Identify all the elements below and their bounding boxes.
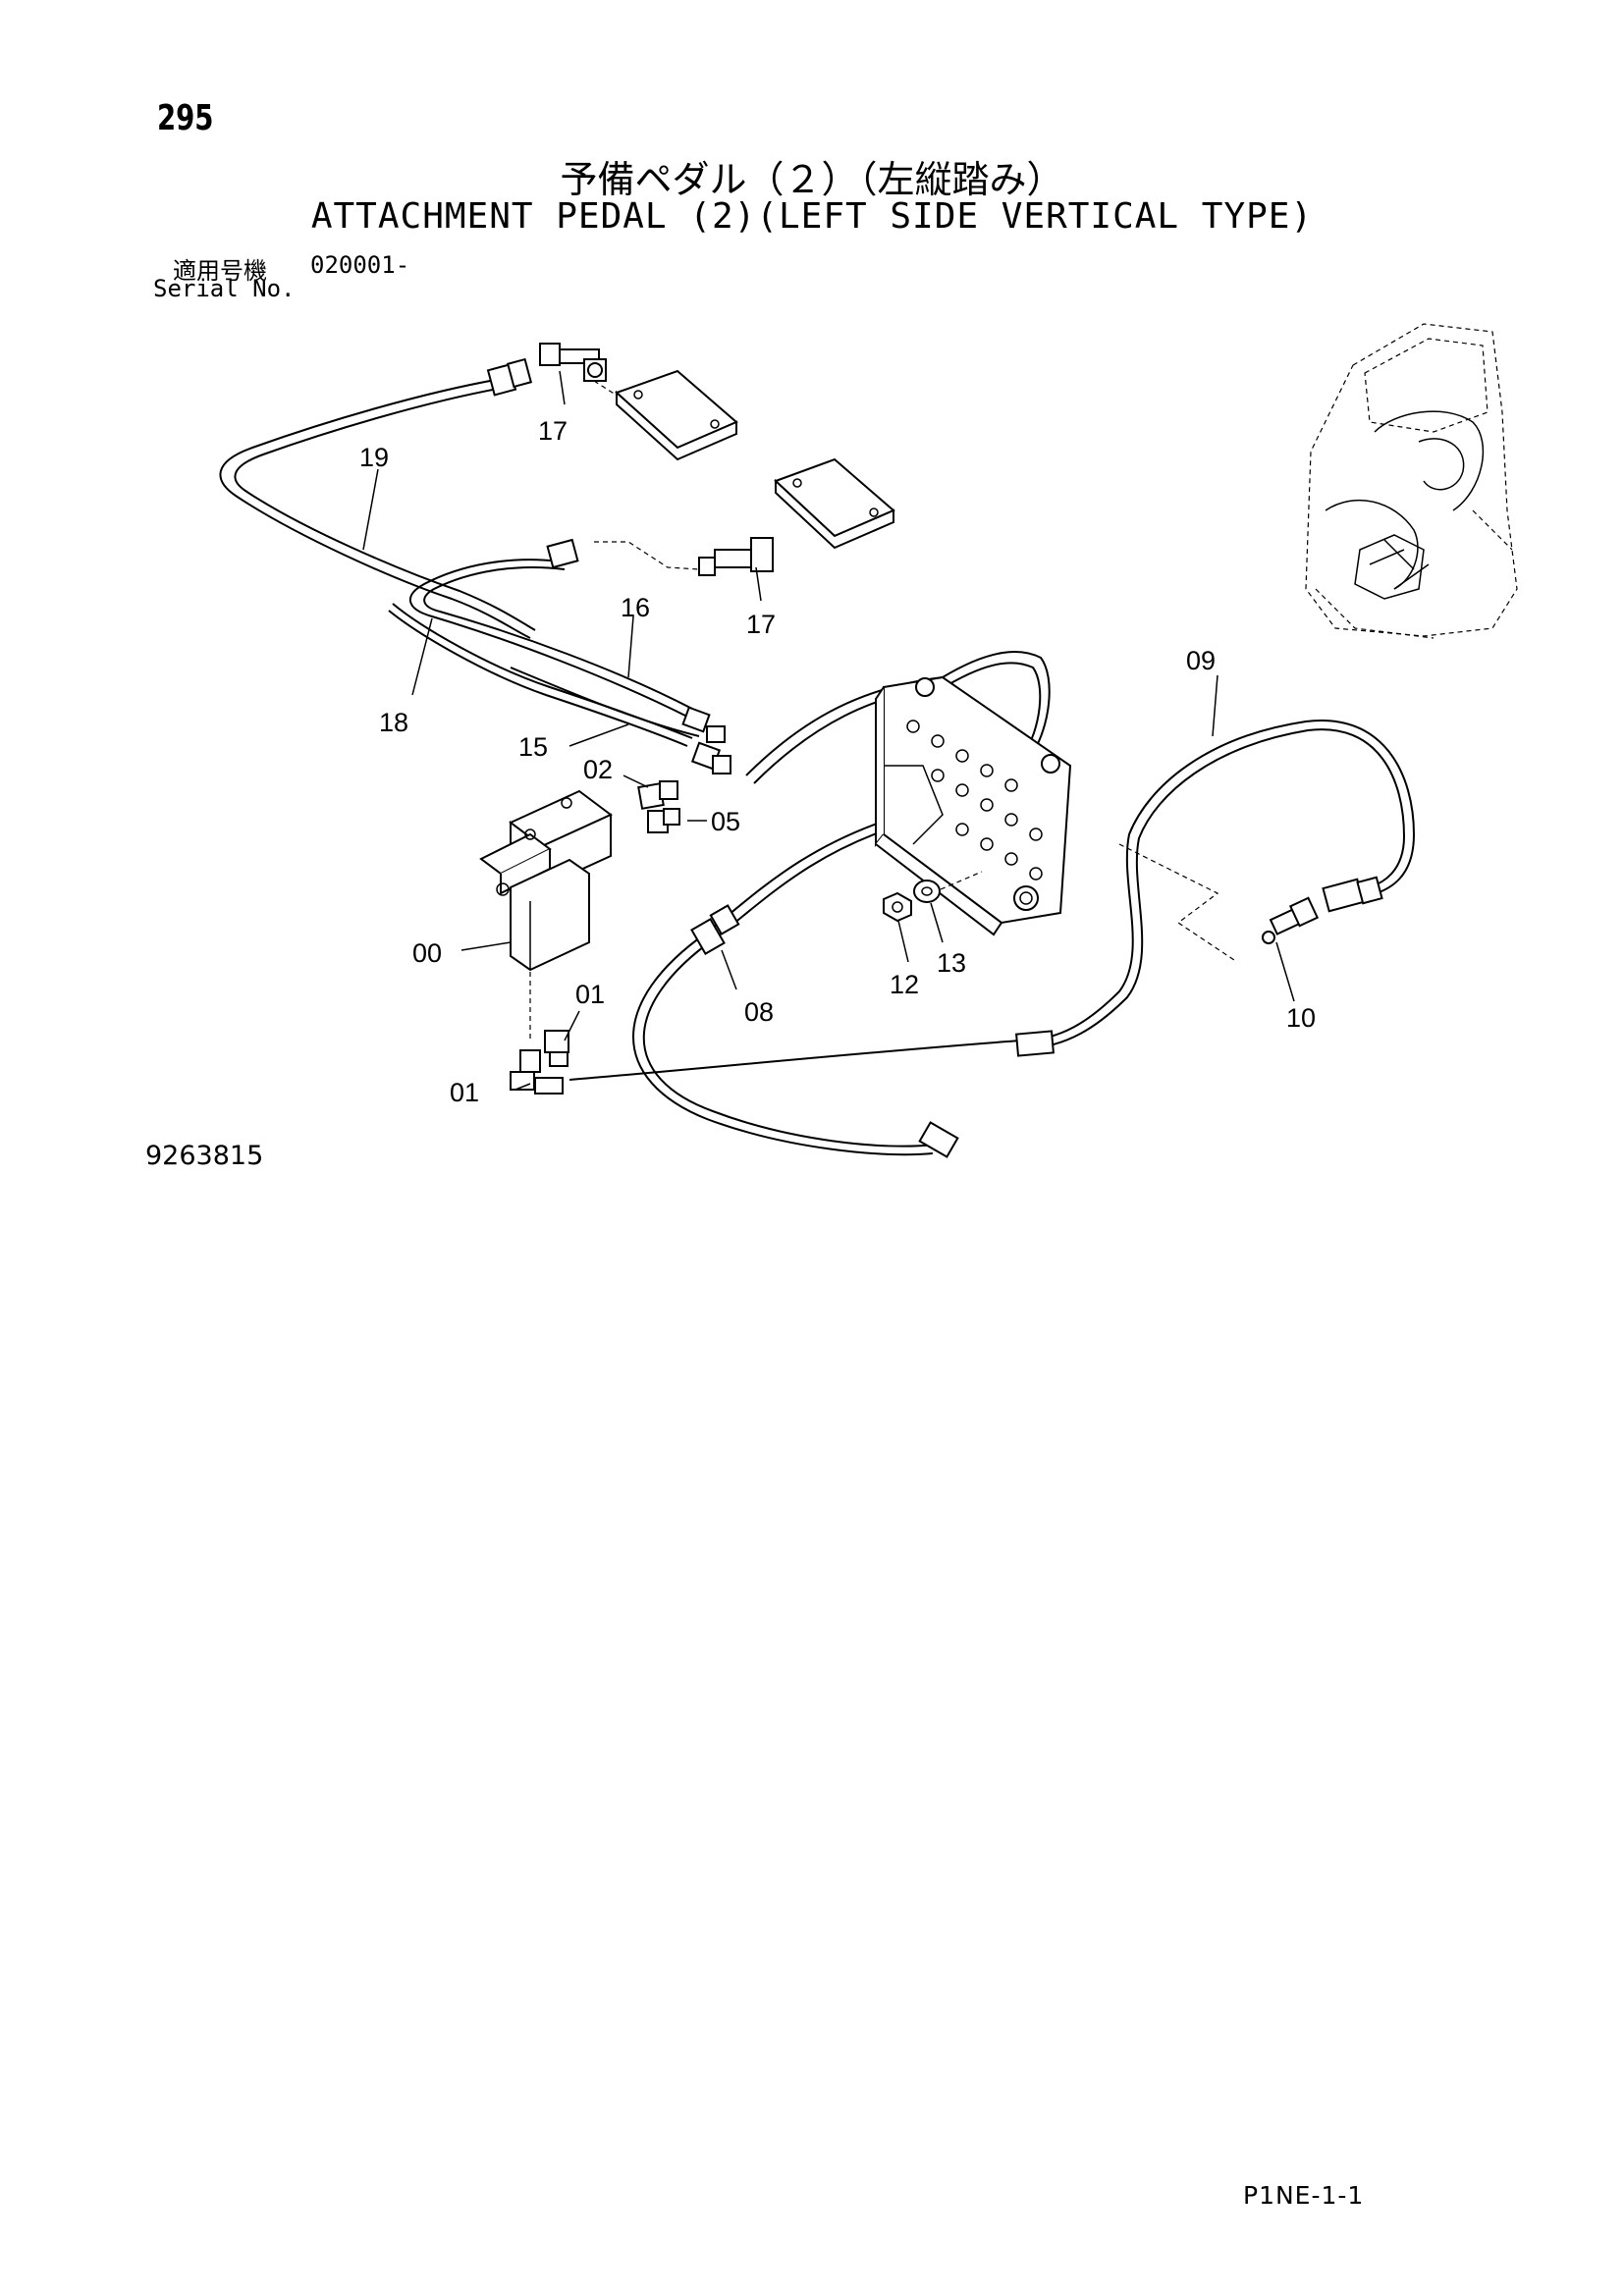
hose-18 (388, 603, 693, 747)
serial-label-japanese: 適用号機 (173, 257, 267, 285)
serial-label-english: Serial No. (153, 275, 296, 302)
hose-15 (510, 667, 700, 737)
callout-16: 16 (621, 593, 650, 622)
pedal-plate-upper (615, 369, 738, 461)
callout-08: 08 (744, 997, 774, 1027)
hose-09 (1015, 719, 1416, 1057)
page-code: P1NE-1-1 (1243, 2181, 1365, 2210)
callout-10: 10 (1286, 1003, 1316, 1033)
title-english: ATTACHMENT PEDAL (2)(LEFT SIDE VERTICAL … (310, 196, 1314, 237)
callout-13: 13 (937, 948, 966, 978)
callout-12: 12 (890, 970, 919, 999)
hose-19 (219, 378, 536, 639)
callout-02: 02 (583, 755, 613, 784)
callout-19: 19 (359, 443, 389, 472)
callout-09: 09 (1186, 646, 1216, 675)
callout-05: 05 (711, 807, 740, 836)
drawing-number: 9263815 (145, 1141, 264, 1171)
pedal-plate-lower (774, 457, 895, 550)
fittings-02-05 (637, 780, 680, 833)
callout-00: 00 (412, 938, 442, 968)
callout-01-upper: 01 (575, 980, 605, 1009)
leader-lines (362, 370, 1295, 1091)
callout-01-lower: 01 (450, 1078, 479, 1107)
callout-17-lower: 17 (746, 610, 776, 639)
page-number: 295 (157, 98, 214, 138)
hose-16 (408, 559, 693, 718)
washer-13 (913, 871, 983, 903)
callout-17-upper: 17 (538, 416, 568, 446)
fitting-upper-left (486, 357, 533, 397)
fittings-01 (510, 972, 569, 1095)
fitting-17-upper (539, 343, 620, 398)
valve-block-00 (479, 789, 613, 972)
callout-18: 18 (379, 708, 408, 737)
mounting-bracket (875, 675, 1072, 936)
serial-value: 020001- (310, 251, 410, 279)
hose-08 (632, 814, 959, 1158)
callout-15: 15 (518, 732, 548, 762)
fitting-17-lower (546, 537, 774, 576)
nut-12 (883, 891, 912, 923)
fitting-10 (1118, 843, 1320, 963)
machine-overview-sketch (1305, 323, 1518, 639)
fitting-hose-ends (681, 706, 731, 774)
title-japanese: 予備ペダル（２）（左縦踏み） (560, 158, 1064, 201)
